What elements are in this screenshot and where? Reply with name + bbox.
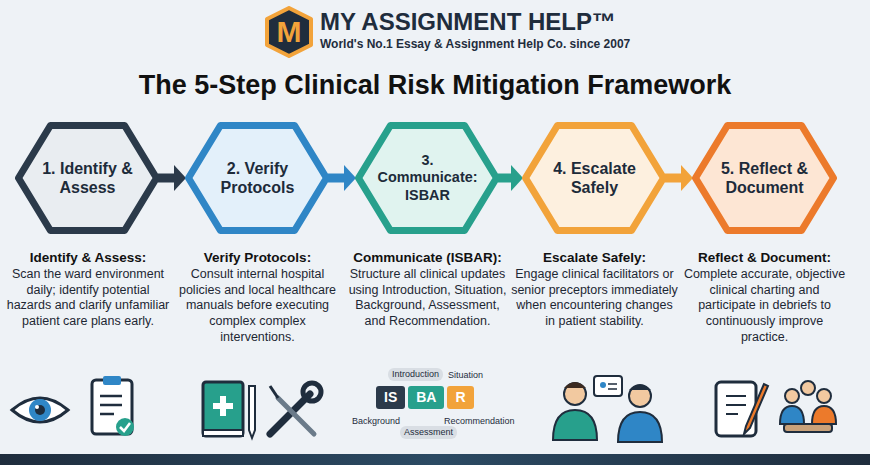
step-description: Consult internal hospital policies and l… xyxy=(174,267,342,345)
eye-icon xyxy=(12,398,68,422)
arrow-head xyxy=(681,165,693,191)
arrow-head xyxy=(511,165,523,191)
brand-name: MY ASSIGNMENT HELP™ xyxy=(320,8,650,37)
debrief-group-icon xyxy=(780,381,836,432)
step-arrow xyxy=(665,165,693,191)
step-hexagon: 1. Identify & Assess xyxy=(15,122,160,234)
step-description: Complete accurate, objective clinical ch… xyxy=(681,267,849,345)
step-label: 1. Identify & Assess xyxy=(34,159,142,197)
isbar-block: R xyxy=(447,386,473,409)
isbar-term: Recommendation xyxy=(444,416,515,427)
hexagon-shape xyxy=(359,126,497,231)
screen-icon xyxy=(594,376,622,396)
logo-letter: M xyxy=(277,17,302,47)
step-description: Scan the ward environment daily; identif… xyxy=(4,267,172,330)
hexagon-shape xyxy=(189,126,327,231)
step-arrow xyxy=(498,165,523,191)
isbar-letters: BA xyxy=(416,390,436,405)
hexagon-outline xyxy=(522,122,667,234)
hexagon-shape xyxy=(526,126,664,231)
step-heading: Communicate (ISBAR): xyxy=(344,250,512,266)
hexagon-outline xyxy=(185,122,330,234)
tools-icon xyxy=(270,383,321,434)
step-hexagon: 5. Reflect & Document xyxy=(692,122,837,234)
step-label: 5. Reflect & Document xyxy=(711,159,819,197)
step-hexagon: 2. Verify Protocols xyxy=(185,122,330,234)
step-description: Engage clinical facilitators or senior p… xyxy=(511,267,679,330)
step-heading: Identify & Assess: xyxy=(4,250,172,266)
hexagon-shape xyxy=(696,126,834,231)
isbar-block: BA xyxy=(408,386,444,409)
step-hexagon: 4. Escalate Safely xyxy=(522,122,667,234)
step-label: 4. Escalate Safely xyxy=(541,159,649,197)
step-arrow xyxy=(158,165,186,191)
clipboard-icon xyxy=(92,376,134,436)
hexagon-outline xyxy=(692,122,837,234)
isbar-term: Assessment xyxy=(400,426,457,439)
hexagon-outline xyxy=(15,122,160,234)
isbar-letters: IS xyxy=(384,390,397,405)
isbar-term: Background xyxy=(352,416,400,427)
isbar-term: Situation xyxy=(448,370,483,381)
hexagon-shape xyxy=(267,8,311,56)
tablet-icon xyxy=(716,382,768,436)
logo-hexagon: M xyxy=(265,6,313,58)
diagram-title: The 5-Step Clinical Risk Mitigation Fram… xyxy=(0,70,870,101)
isbar-letters: R xyxy=(455,390,465,405)
step-heading: Escalate Safely: xyxy=(511,250,679,266)
bottom-band xyxy=(0,454,870,465)
step-description: Structure all clinical updates using Int… xyxy=(344,267,512,330)
step-label: 3. Communicate: ISBAR xyxy=(374,152,482,204)
arrow-head xyxy=(344,165,356,191)
step-arrow xyxy=(328,165,356,191)
step-heading: Verify Protocols: xyxy=(174,250,342,266)
brand-tagline: World's No.1 Essay & Assignment Help Co.… xyxy=(320,37,680,51)
arrow-shaft xyxy=(665,174,682,183)
arrow-shaft xyxy=(498,174,512,183)
arrow-shaft xyxy=(158,174,175,183)
nurse-figure xyxy=(553,382,597,440)
isbar-term: Introduction xyxy=(388,368,443,381)
step-label: 2. Verify Protocols xyxy=(204,159,312,197)
doctor-figure xyxy=(618,385,662,442)
arrow-shaft xyxy=(328,174,345,183)
hexagon-shape xyxy=(19,126,157,231)
arrow-head xyxy=(174,165,186,191)
step-hexagon: 3. Communicate: ISBAR xyxy=(355,122,500,234)
isbar-block: IS xyxy=(376,386,405,409)
step-heading: Reflect & Document: xyxy=(681,250,849,266)
manual-book-icon xyxy=(203,382,255,438)
